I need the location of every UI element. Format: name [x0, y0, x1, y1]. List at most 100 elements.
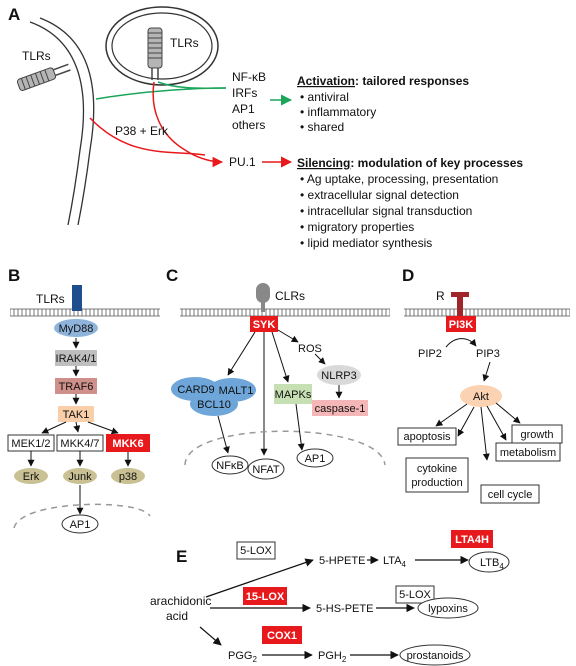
nfat-label: NFAT [252, 464, 280, 476]
myd88-label: MyD88 [59, 323, 94, 335]
junk-label: Junk [68, 471, 92, 483]
akt-node [460, 385, 502, 407]
tf-others: others [232, 118, 265, 132]
panel-d: D R PI3K PIP2 PIP3 Akt apoptosis cytokin… [397, 266, 570, 504]
lta4h-node [451, 530, 493, 548]
tak1-node [58, 406, 94, 422]
nfkb-node [211, 455, 249, 475]
receptor-r-icon [451, 292, 469, 316]
irak-label: IRAK4/1 [56, 353, 97, 365]
card9-complex [171, 377, 256, 416]
pi3k-node [446, 316, 476, 332]
cox1-label: COX1 [267, 630, 297, 642]
traf6-node [55, 378, 97, 394]
pip2-label: PIP2 [418, 348, 442, 360]
silencing-heading: Silencing: modulation of key processes [297, 156, 523, 170]
cytokine-label: cytokine [417, 463, 457, 475]
ap1-label-c: AP1 [305, 453, 326, 465]
caspase-node [312, 400, 368, 416]
silencing-item-lipid: • lipid mediator synthesis [300, 236, 432, 250]
cellcycle-label: cell cycle [488, 489, 533, 501]
panel-e: E 5-LOX arachidonic acid 5-HPETE LTA4 LT… [150, 530, 510, 666]
metabolism-label: metabolism [500, 447, 556, 459]
silencing-item-migratory: • migratory properties [300, 220, 414, 234]
membrane-c [180, 309, 390, 316]
erk-label: Erk [23, 471, 40, 483]
tlrs-label-b: TLRs [36, 292, 65, 306]
syk-node [250, 316, 278, 332]
nfat-node [247, 458, 285, 480]
silencing-path-membrane [89, 117, 206, 156]
pu1-label: PU.1 [229, 155, 256, 169]
silencing-item-intracellular: • intracellular signal transduction [300, 204, 472, 218]
panel-b: B TLRs MyD88 IRAK4/1 TRAF6 TAK1 MEK1/2 M… [7, 266, 160, 534]
irak-node [55, 350, 97, 366]
arachidonic-label: arachidonic [150, 594, 211, 608]
lox5-mid-label: 5-LOX [399, 589, 431, 601]
pi3k-label: PI3K [449, 319, 474, 331]
myd88-node [54, 319, 98, 337]
lox5-top-label: 5-LOX [240, 545, 272, 557]
pip-conversion-arrow [445, 338, 477, 348]
ap1-node-b [61, 514, 99, 534]
mkk6-label: MKK6 [112, 438, 143, 450]
lox15-node [243, 587, 287, 605]
membrane-b [10, 309, 160, 316]
tf-nfkb: NF-κB [232, 70, 266, 84]
cellcycle-box [480, 484, 540, 504]
tlr-membrane-label: TLRs [22, 49, 51, 63]
mkk6-node [106, 434, 150, 452]
metabolism-box [495, 442, 561, 462]
lypoxins-node [417, 597, 479, 619]
p38-node [111, 468, 145, 484]
activation-item-shared: • shared [300, 120, 344, 134]
tf-irfs: IRFs [232, 86, 257, 100]
lta4h-label: LTA4H [455, 534, 489, 546]
ap1-node-c [296, 448, 334, 468]
acid-label: acid [166, 609, 188, 623]
production-label: production [411, 477, 462, 489]
bcl10-label: BCL10 [197, 399, 231, 411]
tlr-receptor-icon [72, 285, 82, 311]
cytokine-box [405, 457, 469, 493]
silencing-item-extracellular: • extracellular signal detection [300, 188, 459, 202]
nfkb-label: NFκB [216, 460, 244, 472]
panel-c: C CLRs SYK ROS CARD9 MALT1 BCL10 MAPKs N… [166, 266, 390, 480]
nucleus-b [13, 503, 151, 529]
p38-erk-label: P38 + Erk [115, 124, 169, 138]
pgh-label: PGH2 [318, 650, 347, 664]
caspase-label: caspase-1 [315, 403, 366, 415]
prostanoids-node [399, 644, 471, 666]
tlr-endosome-label: TLRs [170, 36, 199, 50]
traf6-label: TRAF6 [59, 381, 94, 393]
activation-path-membrane [95, 87, 227, 100]
panel-b-label: B [8, 266, 20, 285]
membrane-d [404, 309, 570, 316]
panel-a-label: A [8, 5, 20, 24]
activation-item-antiviral: • antiviral [300, 90, 349, 104]
mek-label: MEK1/2 [11, 438, 50, 450]
panel-d-label: D [402, 266, 414, 285]
clr-receptor-icon [256, 283, 270, 312]
cox1-node [262, 626, 302, 644]
syk-label: SYK [253, 319, 276, 331]
ltb4-label: LTB4 [480, 557, 504, 571]
ltb4-node [468, 551, 510, 573]
p38-label: p38 [119, 471, 137, 483]
pgg-label: PGG2 [228, 650, 257, 664]
lox15-label: 15-LOX [246, 591, 285, 603]
ros-label: ROS [298, 343, 322, 355]
silencing-path-endosome [152, 81, 224, 168]
panel-e-label: E [176, 547, 187, 566]
hpete-label: 5-HPETE [319, 555, 365, 567]
apoptosis-box [397, 427, 457, 446]
panel-a: A TLRs [8, 5, 523, 250]
mapks-node [274, 384, 312, 404]
prostanoids-label: prostanoids [407, 650, 464, 662]
hspete-label: 5-HS-PETE [316, 603, 373, 615]
activation-path-endosome [157, 81, 227, 89]
activation-item-inflammatory: • inflammatory [300, 105, 376, 119]
lox5-mid-box [395, 585, 435, 604]
apoptosis-label: apoptosis [403, 431, 451, 443]
ap1-label-b: AP1 [70, 519, 91, 531]
